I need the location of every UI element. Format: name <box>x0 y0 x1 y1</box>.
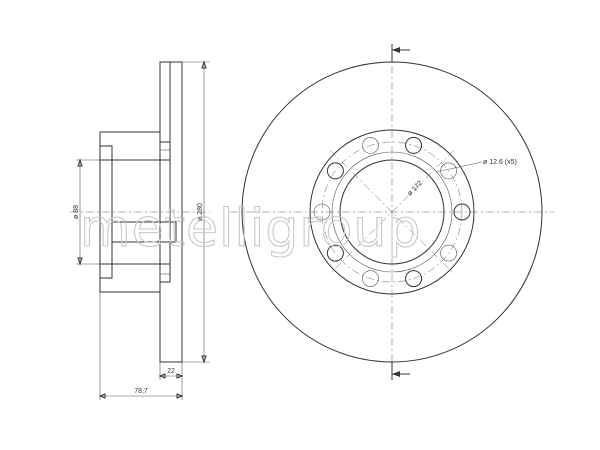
side-section-view: ø 280 ø 88 22 78,7 <box>70 60 210 400</box>
section-arrow-top <box>391 44 410 62</box>
bolt-hole <box>362 270 379 287</box>
flange-notch-top <box>100 145 113 161</box>
section-arrow-bottom <box>391 362 410 380</box>
dim-hub-diameter-label: ø 88 <box>73 205 80 219</box>
bolt-hole <box>440 244 457 262</box>
bolt-hole <box>405 270 423 288</box>
bolt-hole <box>362 137 379 154</box>
bolt-holes <box>313 136 471 288</box>
flange-notch-bottom <box>100 263 113 279</box>
bolt-hole <box>453 203 471 221</box>
bolt-hole <box>313 203 331 221</box>
dim-outer-diameter-label: ø 280 <box>197 203 204 221</box>
dim-bolt-hole-label: ø 12.6 (x5) <box>483 159 517 166</box>
center-bore <box>111 221 177 243</box>
dim-thickness-label: 22 <box>167 368 175 375</box>
bolt-hole <box>405 136 423 154</box>
bolt-hole <box>326 162 344 180</box>
dim-pcd-label: ø 172 <box>406 180 424 198</box>
bolt-hole <box>326 244 344 262</box>
front-view: ø 12.6 (x5) ø 172 <box>230 44 554 380</box>
watermark-text: metelligroup <box>80 199 421 259</box>
dim-total-width-label: 78,7 <box>134 388 148 395</box>
hub-hat-section <box>99 131 171 293</box>
disc-upper-step <box>159 62 171 143</box>
